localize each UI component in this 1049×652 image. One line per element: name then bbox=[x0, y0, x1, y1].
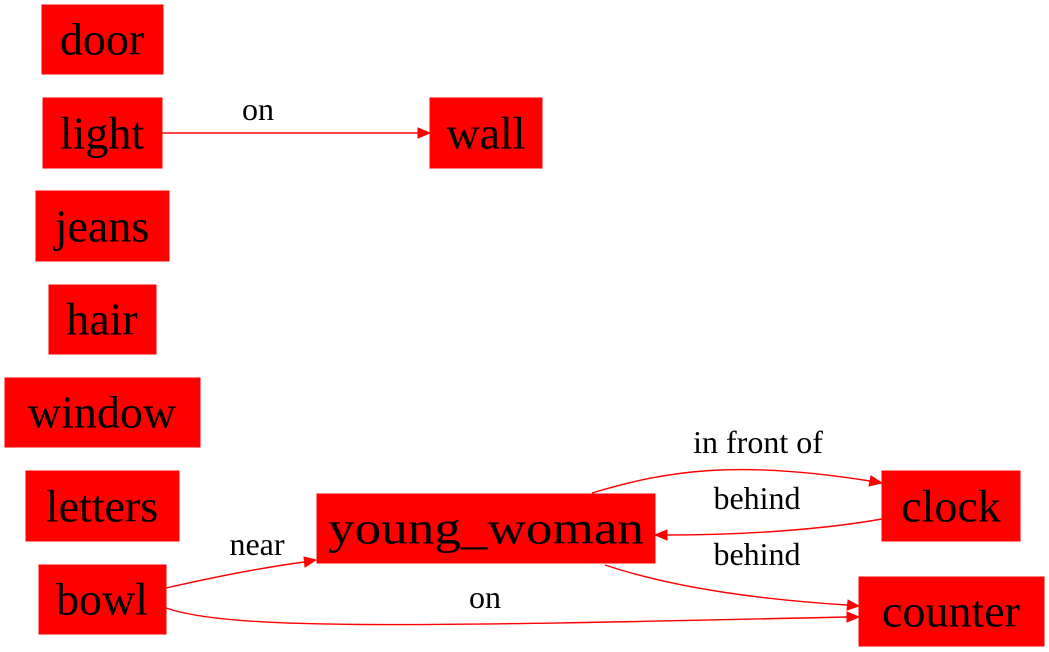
edge-young-woman-in-front-of-clock: in front of bbox=[591, 424, 884, 494]
arrowhead bbox=[846, 611, 861, 623]
edge-line bbox=[604, 564, 848, 606]
edge-label: on bbox=[469, 579, 501, 615]
node-box bbox=[316, 493, 656, 564]
node-light: light bbox=[42, 97, 163, 169]
edge-clock-behind-young-woman: behind bbox=[653, 480, 883, 541]
node-label: clock bbox=[901, 481, 1001, 532]
node-label: young_woman bbox=[328, 503, 644, 554]
node-clock: clock bbox=[881, 470, 1021, 542]
edge-label: behind bbox=[713, 480, 800, 516]
node-box bbox=[4, 377, 201, 448]
node-box bbox=[42, 97, 163, 169]
edge-label: near bbox=[229, 526, 284, 562]
node-box bbox=[48, 284, 157, 355]
edge-bowl-near-young-woman: near bbox=[165, 526, 318, 589]
node-box bbox=[35, 190, 170, 262]
node-window: window bbox=[4, 377, 201, 448]
edge-label: in front of bbox=[693, 424, 823, 460]
node-label: counter bbox=[882, 586, 1020, 637]
node-box bbox=[25, 470, 180, 542]
node-door: door bbox=[41, 4, 164, 75]
node-wall: wall bbox=[429, 97, 543, 169]
arrowhead bbox=[303, 556, 318, 568]
edge-line bbox=[165, 561, 305, 589]
edge-bowl-on-counter: on bbox=[165, 579, 861, 626]
node-label: window bbox=[28, 387, 177, 438]
node-bowl: bowl bbox=[38, 564, 167, 635]
node-counter: counter bbox=[858, 576, 1045, 647]
arrowhead bbox=[417, 127, 432, 139]
node-box bbox=[41, 4, 164, 75]
arrowhead bbox=[868, 475, 884, 487]
node-jeans: jeans bbox=[35, 190, 170, 262]
node-hair: hair bbox=[48, 284, 157, 355]
node-box bbox=[429, 97, 543, 169]
node-label: letters bbox=[46, 481, 158, 532]
node-label: bowl bbox=[56, 574, 148, 625]
node-box bbox=[38, 564, 167, 635]
node-label: hair bbox=[66, 294, 138, 345]
node-box bbox=[858, 576, 1045, 647]
node-box bbox=[881, 470, 1021, 542]
node-young-woman: young_woman bbox=[316, 493, 656, 564]
node-label: light bbox=[60, 108, 145, 159]
arrowhead bbox=[653, 529, 668, 541]
node-label: door bbox=[60, 14, 144, 65]
edge-light-on-wall: on bbox=[162, 91, 432, 139]
edge-line bbox=[591, 468, 871, 494]
edge-line bbox=[165, 607, 848, 626]
node-letters: letters bbox=[25, 470, 180, 542]
edge-young-woman-behind-counter: behind bbox=[604, 536, 861, 611]
edge-label: behind bbox=[713, 536, 800, 572]
edge-label: on bbox=[242, 91, 274, 127]
node-label: jeans bbox=[53, 201, 150, 252]
arrowhead bbox=[846, 599, 861, 611]
edge-line bbox=[666, 518, 883, 536]
node-label: wall bbox=[446, 108, 525, 159]
